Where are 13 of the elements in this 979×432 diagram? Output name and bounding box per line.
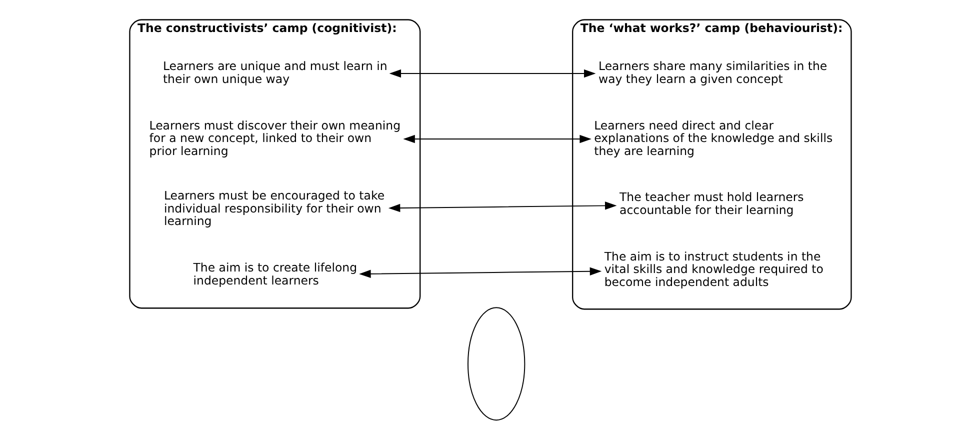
node-ellipse (468, 307, 526, 421)
node-text: Learners share many similarities in the way they learn a given concept (598, 59, 828, 86)
node-text: Learners need direct and clear explanations of the knowledge and skills they are learning (594, 118, 833, 158)
node-text: The aim is to create lifelong independent learners (193, 260, 358, 288)
arrow (389, 69, 596, 78)
node-text: The teacher must hold learners accountable for their learning (620, 190, 804, 217)
node-text: The aim is to instruct students in the vital skills and knowledge required to become independent adults (604, 249, 824, 289)
arrow (359, 267, 602, 278)
node-text: Learners are unique and must learn in their own unique way (162, 59, 388, 86)
node-text: Learners must be encouraged to take individual responsibility for their own learning (164, 188, 385, 228)
arrow (388, 202, 617, 212)
node-text: Learners must discover their own meaning for a new concept, linked to their own prior learning (149, 118, 401, 158)
arrow (403, 134, 592, 144)
